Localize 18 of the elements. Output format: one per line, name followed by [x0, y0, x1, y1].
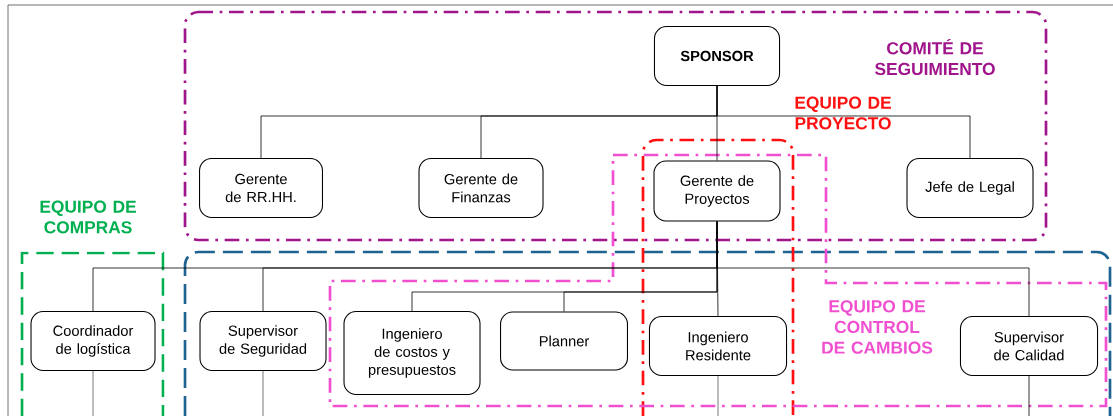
- team-heading: EQUIPO DE PROYECTO: [795, 96, 891, 130]
- role-box: Supervisor de Calidad: [959, 316, 1099, 376]
- team-heading: EQUIPO DE CONTROL DE CAMBIOS: [822, 300, 933, 354]
- role-box: Planner: [500, 311, 628, 371]
- role-box: Gerente de Finanzas: [418, 158, 544, 218]
- role-box: Gerente de Proyectos: [653, 160, 781, 222]
- role-box: SPONSOR: [653, 26, 781, 86]
- team-heading: COMITÉ DE SEGUIMIENTO: [875, 38, 995, 76]
- role-box: Ingeniero de costos y presupuestos: [343, 311, 481, 395]
- team-heading: EQUIPO DE COMPRAS: [40, 200, 136, 234]
- role-box: Supervisor de Seguridad: [199, 311, 327, 371]
- connector-line: [563, 221, 718, 312]
- role-box: Ingeniero Residente: [648, 316, 788, 376]
- role-box: Jefe de Legal: [906, 158, 1034, 218]
- connector-line: [1028, 375, 1030, 416]
- role-box: Gerente de RR.HH.: [199, 158, 323, 218]
- connector-line: [716, 85, 971, 159]
- role-box: Coordinador de logística: [30, 311, 156, 371]
